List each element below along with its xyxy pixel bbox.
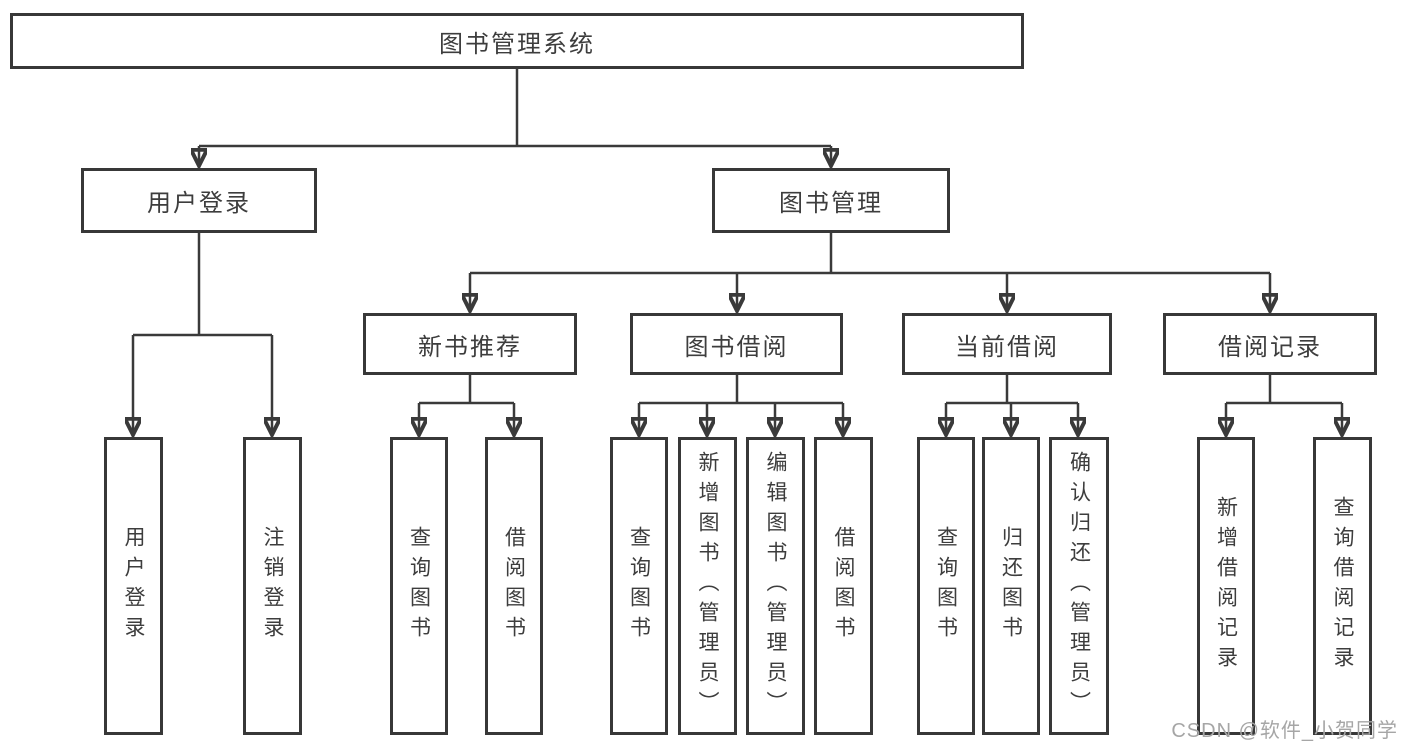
- leaf-records-query-label: 查询借阅记录: [1331, 496, 1354, 676]
- leaf-user-login-label: 用户登录: [122, 526, 145, 646]
- node-current-borrow-label: 当前借阅: [955, 333, 1059, 361]
- leaf-user-login: 用户登录: [104, 437, 163, 735]
- leaf-current-return-label: 归还图书: [999, 526, 1023, 646]
- watermark: CSDN @软件_小贺同学: [1171, 720, 1398, 742]
- node-book-borrow: 图书借阅: [630, 313, 843, 375]
- leaf-borrow-add-book-label: 新增图书（管理员）: [696, 451, 719, 721]
- leaf-borrow-query: 查询图书: [610, 437, 668, 735]
- node-user-login-label: 用户登录: [147, 190, 251, 217]
- leaf-newbooks-borrow-label: 借阅图书: [502, 526, 526, 646]
- node-root-label: 图书管理系统: [439, 30, 595, 58]
- leaf-newbooks-borrow: 借阅图书: [485, 437, 543, 735]
- node-book-borrow-label: 图书借阅: [684, 333, 789, 361]
- leaf-borrow-edit-book-label: 编辑图书（管理员）: [764, 451, 787, 721]
- node-root: 图书管理系统: [10, 13, 1024, 69]
- node-new-book-recommend: 新书推荐: [363, 313, 577, 375]
- leaf-records-query: 查询借阅记录: [1313, 437, 1372, 735]
- leaf-borrow-query-label: 查询图书: [627, 526, 651, 646]
- node-book-management: 图书管理: [712, 168, 950, 233]
- leaf-current-confirm-return-label: 确认归还（管理员）: [1067, 451, 1091, 721]
- branch-lines: [133, 69, 1342, 405]
- leaf-current-return: 归还图书: [982, 437, 1040, 735]
- leaf-logout: 注销登录: [243, 437, 302, 735]
- leaf-borrow-edit-book: 编辑图书（管理员）: [746, 437, 805, 735]
- leaf-records-add-label: 新增借阅记录: [1214, 496, 1238, 676]
- leaf-borrow-borrow-book: 借阅图书: [814, 437, 873, 735]
- node-borrow-records: 借阅记录: [1163, 313, 1377, 375]
- leaf-current-confirm-return: 确认归还（管理员）: [1049, 437, 1109, 735]
- node-current-borrow: 当前借阅: [902, 313, 1112, 375]
- leaf-borrow-borrow-book-label: 借阅图书: [832, 526, 855, 646]
- leaf-newbooks-query-label: 查询图书: [407, 526, 431, 646]
- leaf-newbooks-query: 查询图书: [390, 437, 448, 735]
- node-user-login: 用户登录: [81, 168, 317, 233]
- leaf-borrow-add-book: 新增图书（管理员）: [678, 437, 737, 735]
- leaf-current-query-label: 查询图书: [934, 526, 958, 646]
- leaf-current-query: 查询图书: [917, 437, 975, 735]
- leaf-logout-label: 注销登录: [261, 526, 284, 646]
- leaf-records-add: 新增借阅记录: [1197, 437, 1255, 735]
- node-book-management-label: 图书管理: [779, 190, 883, 217]
- node-borrow-records-label: 借阅记录: [1218, 333, 1322, 361]
- node-new-book-recommend-label: 新书推荐: [418, 333, 522, 361]
